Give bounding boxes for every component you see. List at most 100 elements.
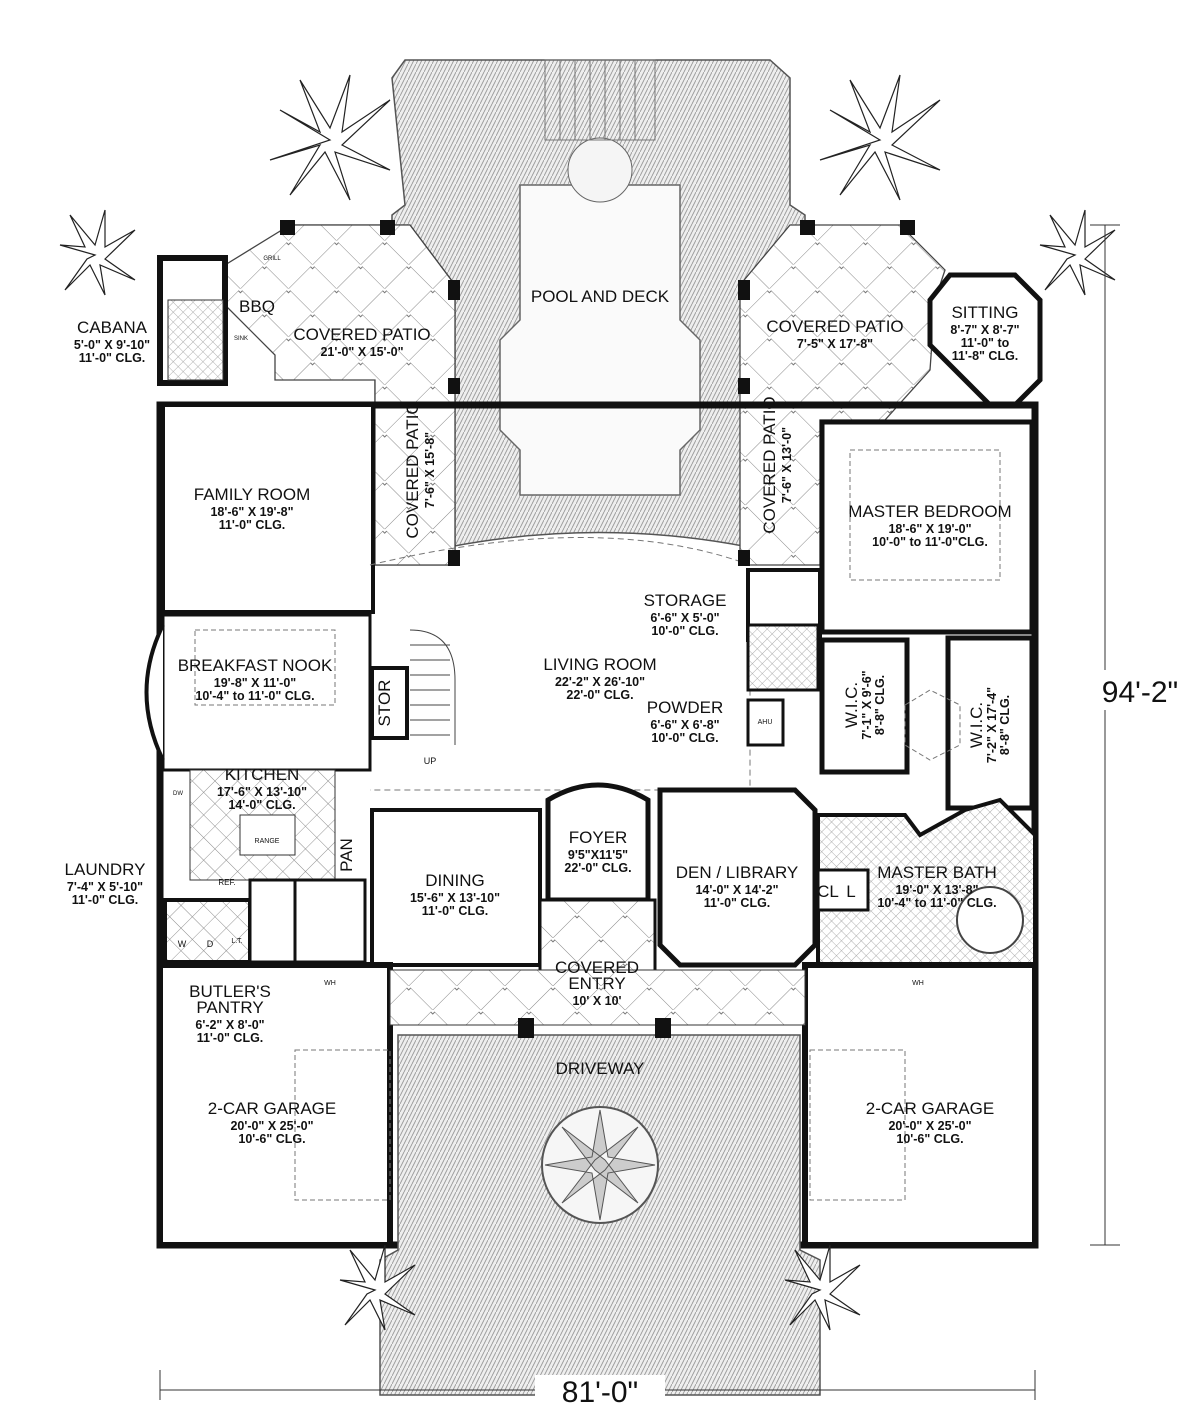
room-name: BREAKFAST NOOK [178,656,333,675]
room-dimension: 11'-0" CLG. [197,1031,264,1045]
room-dimension: 10'-4" to 11'-0" CLG. [195,689,314,703]
room-dimension: 10'-0" CLG. [651,624,718,638]
room-label-pool: POOL AND DECK [531,287,670,306]
room-dimension: 11'-0" CLG. [704,896,771,910]
room-dimension: 11'-0" to [961,336,1010,350]
room-dimension: 18'-6" X 19'-0" [888,522,971,536]
palm-tree-icon [269,74,941,201]
laundry-tub-label: L.T. [231,938,242,945]
room-name: PANTRY [196,998,263,1017]
room-name: STORAGE [644,591,727,610]
pergola-icon [544,59,656,141]
shrub-icon [59,209,1116,1331]
room-name: CABANA [77,318,148,337]
room-dimension: 22'-0" CLG. [564,861,631,875]
room-name: COVERED PATIO [766,317,903,336]
room-name: BUTLER'S [189,982,271,1001]
overall-width-dimension: 81'-0" [562,1376,638,1403]
wic-1-ceiling: 8'-8" CLG. [873,675,887,735]
room-dimension: 19'-0" X 13'-8" [895,883,978,897]
room-dimension: 11'-0" CLG. [72,893,139,907]
room-dimension: 10'-6" CLG. [238,1132,305,1146]
water-heater-label: WH [324,980,336,987]
room-name: SITTING [951,303,1018,322]
room-name: COVERED PATIO [760,396,779,533]
room-name: DEN / LIBRARY [676,863,799,882]
wic-2-label: W.I.C. [967,702,986,748]
room-dimension: 18'-6" X 19'-8" [210,505,293,519]
room-dimension: 10' X 10' [572,994,621,1008]
room-dimension: 7'-6" X 13'-0" [780,427,794,503]
room-dimension: 9'5"X11'5" [568,848,628,862]
room-dimension: 7'-6" X 15'-8" [423,432,437,508]
grill-label: GRILL [263,256,281,262]
stairs-up-label: UP [424,756,437,766]
room-name: KITCHEN [225,765,300,784]
room-dimension: 11'-0" CLG. [422,904,489,918]
ahu-label: AHU [758,719,773,726]
room-name: 2-CAR GARAGE [866,1099,994,1118]
overall-depth-dimension: 94'-2" [1102,676,1178,709]
house-walls [144,255,1039,1249]
room-label-driveway: DRIVEWAY [556,1059,645,1078]
pool-deck [391,59,806,561]
compass-rose-icon [544,1109,656,1221]
room-dimension: 10'-0" CLG. [651,731,718,745]
room-name: COVERED PATIO [293,325,430,344]
room-name: COVERED [555,958,639,977]
room-dimension: 10'-4" to 11'-0" CLG. [877,896,996,910]
staircase [409,629,456,745]
closet-label: CL [817,882,839,901]
range-label: RANGE [255,838,280,845]
room-dimension: 17'-6" X 13'-10" [217,785,307,799]
room-name: MASTER BEDROOM [848,502,1011,521]
sink-label: SINK [234,336,248,342]
room-name: DRIVEWAY [556,1059,645,1078]
covered-patio-left [224,224,456,566]
dishwasher-label: DW [173,791,183,797]
room-name: FOYER [569,828,628,847]
room-dimension: 22'-0" CLG. [566,688,633,702]
room-dimension: 21'-0" X 15'-0" [320,345,403,359]
room-name: 2-CAR GARAGE [208,1099,336,1118]
room-dimension: 15'-6" X 13'-10" [410,891,500,905]
small-labels: STOR PAN CL L UP REF. RANGE W D L.T. AHU… [173,256,1012,987]
room-dimension: 7'-5" X 17'-8" [797,337,873,351]
room-dimension: 11'-0" CLG. [219,518,286,532]
room-name: BBQ [239,297,275,316]
room-dimension: 20'-0" X 25'-0" [230,1119,313,1133]
room-name: LAUNDRY [65,860,146,879]
room-dimension: 10'-6" CLG. [896,1132,963,1146]
columns [280,220,915,1038]
room-dimension: 6'-2" X 8'-0" [195,1018,264,1032]
room-name: POWDER [647,698,724,717]
room-name: ENTRY [568,974,625,993]
linen-label: L [846,882,855,901]
wic-2-size: 7'-2" X 17'-4" [985,687,999,763]
room-dimension: 6'-6" X 5'-0" [650,611,719,625]
room-dimension: 20'-0" X 25'-0" [888,1119,971,1133]
room-label-bbq: BBQ [239,297,275,316]
ref-label: REF. [218,878,235,887]
room-dimension: 8'-7" X 8'-7" [950,323,1019,337]
stor-label: STOR [375,680,394,727]
room-dimension: 11'-8" CLG. [952,349,1019,363]
room-dimension: 10'-0" to 11'-0"CLG. [872,535,988,549]
room-name: LIVING ROOM [543,655,656,674]
room-dimension: 11'-0" CLG. [79,351,146,365]
driveway [379,1034,821,1396]
